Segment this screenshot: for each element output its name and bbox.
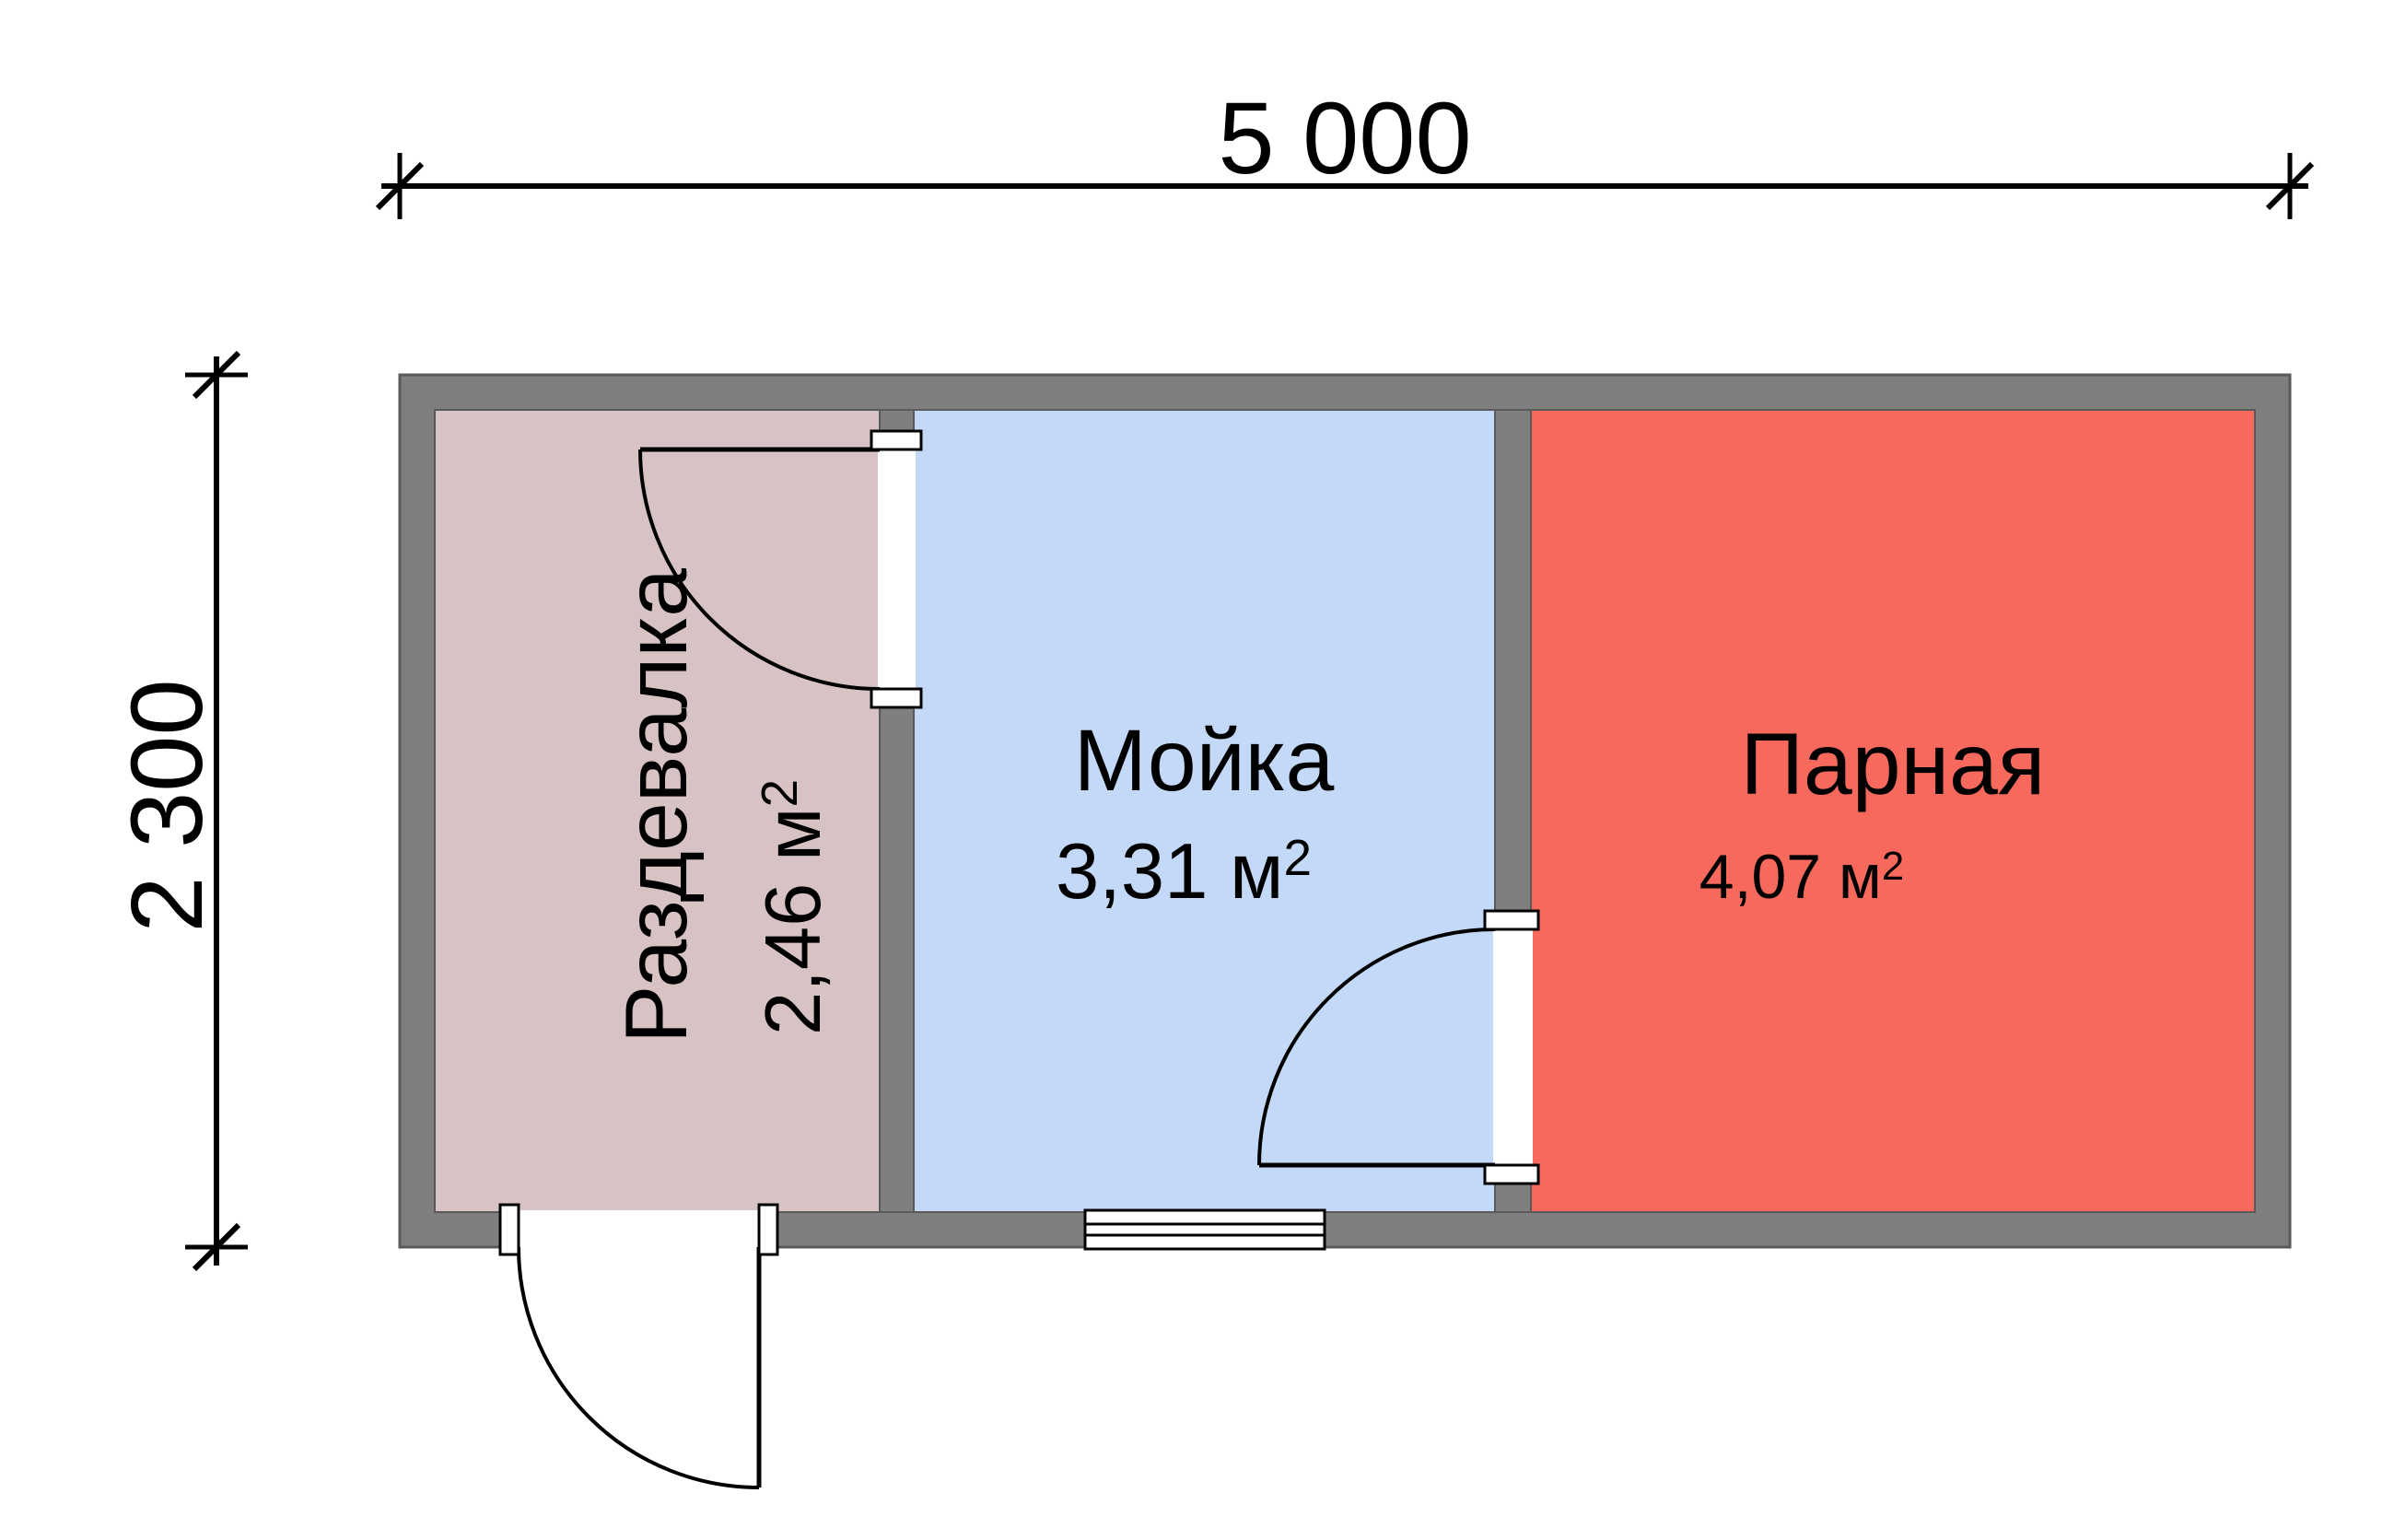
room-parnaya — [1530, 409, 2256, 1213]
room-area-parnaya-value: 4,07 м — [1699, 842, 1882, 912]
entrance-door — [498, 1203, 779, 1489]
room-area-razdevalka-value: 2,46 м — [750, 808, 837, 1036]
door-jamb — [1483, 1163, 1540, 1185]
door-opening — [519, 1210, 759, 1249]
dimension-height-label: 2 300 — [111, 679, 224, 932]
room-area-moyka-value: 3,31 м — [1056, 828, 1284, 916]
room-area-razdevalka: 2,46 м2 — [750, 779, 837, 1035]
dimension-height: 2 300 — [111, 350, 248, 1272]
dimension-height-tick-bottom — [192, 1222, 241, 1272]
door-jamb — [757, 1203, 779, 1256]
room-area-moyka: 3,31 м2 — [1056, 828, 1312, 916]
door-razdevalka-moyka — [638, 429, 923, 709]
room-razdevalka — [434, 409, 881, 1213]
room-label-moyka: Мойка — [1074, 712, 1335, 810]
door-jamb — [870, 687, 923, 709]
room-label-razdevalka: Раздевалка — [608, 568, 706, 1044]
door-jamb — [1483, 909, 1540, 931]
dimension-width: 5 000 — [375, 82, 2315, 219]
room-label-parnaya: Парная — [1741, 716, 2046, 813]
room-labels: Раздевалка 2,46 м2 Мойка 3,31 м2 Парная … — [608, 568, 2045, 1044]
door-swing-arc — [517, 1246, 760, 1489]
door-swing-arc — [638, 449, 881, 691]
room-area-razdevalka-sup: 2 — [751, 779, 808, 808]
room-moyka — [913, 409, 1496, 1213]
door-swing-arc — [1257, 928, 1496, 1166]
dimension-width-label: 5 000 — [1218, 82, 1471, 195]
door-opening — [1493, 929, 1533, 1165]
room-area-parnaya-sup: 2 — [1882, 844, 1904, 889]
door-moyka-parnaya — [1257, 909, 1540, 1185]
dimension-width-tick-left — [375, 161, 425, 211]
window — [1083, 1208, 1326, 1251]
door-jamb — [870, 429, 923, 451]
door-opening — [878, 449, 916, 689]
dimension-width-tick-right — [2265, 161, 2315, 211]
door-jamb — [498, 1203, 520, 1256]
window-frame — [1083, 1208, 1326, 1251]
room-area-moyka-sup: 2 — [1283, 829, 1312, 886]
dimension-height-tick-top — [192, 350, 241, 400]
room-area-parnaya: 4,07 м2 — [1699, 842, 1904, 912]
